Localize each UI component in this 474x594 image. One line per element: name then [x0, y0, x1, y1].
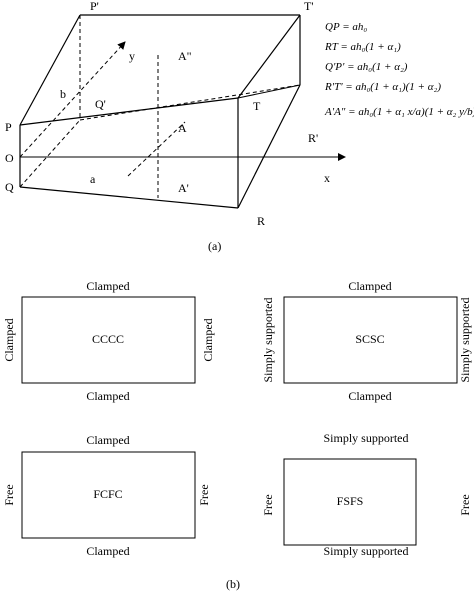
- edge-bottom-label: Clamped: [348, 389, 391, 403]
- label-y-axis: y: [129, 49, 135, 63]
- edge-T-Rprime-top: [237, 84, 301, 99]
- plate-code: FCFC: [93, 487, 122, 501]
- plate-fcfc: FCFC Clamped Clamped Free Free: [2, 433, 211, 558]
- edge-left-label: Free: [2, 484, 16, 505]
- label-P-prime: P': [90, 0, 99, 13]
- label-Q-prime: Q': [95, 97, 106, 111]
- edge-top-label: Clamped: [86, 279, 129, 293]
- edge-P-T: [19, 97, 239, 126]
- edge-left-label: Clamped: [2, 318, 16, 361]
- hidden-edge-Q-Qprime: [19, 119, 81, 188]
- hidden-edge-Qprime-Rprime: [79, 84, 301, 121]
- label-dim-b: b: [60, 87, 66, 101]
- label-P: P: [5, 120, 12, 134]
- label-A-prime: A': [178, 181, 189, 195]
- edge-bottom-label: Simply supported: [323, 544, 408, 558]
- y-axis: [19, 41, 126, 158]
- section-line-diagonal: [127, 121, 186, 177]
- equation-2: RT = ah₀(1 + α₁): [324, 41, 401, 53]
- label-T-prime: T': [304, 0, 314, 13]
- plate-cccc: CCCC Clamped Clamped Clamped Clamped: [2, 279, 215, 403]
- plate-fsfs: FSFS Simply supported Simply supported F…: [261, 431, 472, 558]
- edge-bottom-label: Clamped: [86, 389, 129, 403]
- label-T: T: [253, 99, 261, 113]
- plate-code: SCSC: [355, 332, 384, 346]
- edge-Tprime-T: [237, 14, 301, 99]
- plate-rect: [21, 296, 196, 384]
- label-Q: Q: [5, 180, 14, 194]
- caption-a: (a): [208, 239, 221, 253]
- label-A: A: [178, 121, 187, 135]
- edge-Q-R: [19, 186, 239, 209]
- tapered-plate-diagram: P' T' P O Q Q' T R R' A A" A' y x b a QP…: [5, 0, 474, 253]
- equation-4: R'T' = ah₀(1 + α₁)(1 + α₂): [324, 81, 441, 93]
- edge-left-label: Free: [261, 494, 275, 515]
- plate-rect: [21, 451, 196, 539]
- edge-Rprime-R: [237, 84, 301, 209]
- plate-rect: [283, 458, 417, 546]
- plate-scsc: SCSC Clamped Clamped Simply supported Si…: [261, 279, 472, 403]
- edge-top-label: Clamped: [86, 433, 129, 447]
- edge-right-label: Free: [197, 484, 211, 505]
- label-dim-a: a: [90, 172, 96, 186]
- label-R: R: [257, 214, 265, 228]
- edge-P-Pprime: [19, 14, 81, 126]
- edge-top-label: Simply supported: [323, 431, 408, 445]
- plate-code: FSFS: [337, 494, 364, 508]
- equation-3: Q'P' = ah₀(1 + α₂): [325, 61, 408, 73]
- equation-5: A'A" = ah₀(1 + α₁ x/a)(1 + α₂ y/b): [324, 106, 474, 118]
- label-x-axis: x: [324, 171, 330, 185]
- edge-left-label: Simply supported: [261, 297, 275, 382]
- label-R-prime: R': [308, 131, 318, 145]
- label-O: O: [5, 151, 14, 165]
- plate-code: CCCC: [92, 332, 124, 346]
- edge-right-label: Clamped: [201, 318, 215, 361]
- edge-right-label: Simply supported: [458, 297, 472, 382]
- label-A-double-prime: A": [178, 49, 192, 63]
- edge-bottom-label: Clamped: [86, 544, 129, 558]
- equation-1: QP = ah₀: [325, 21, 367, 33]
- plate-rect: [283, 296, 458, 384]
- boundary-conditions-panel: CCCC Clamped Clamped Clamped Clamped SCS…: [2, 279, 472, 591]
- edge-top-label: Clamped: [348, 279, 391, 293]
- caption-b: (b): [226, 577, 240, 591]
- edge-right-label: Free: [458, 494, 472, 515]
